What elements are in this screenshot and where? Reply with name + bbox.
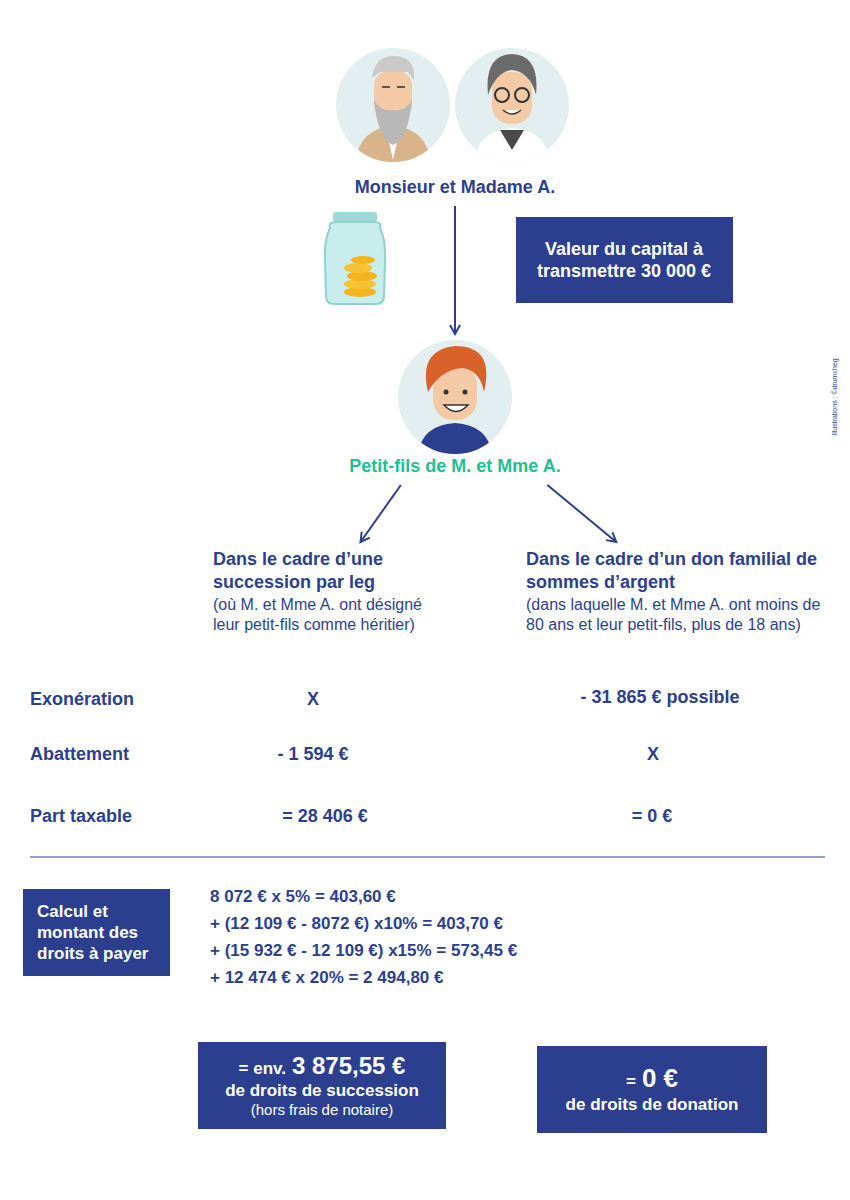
calculation-box: Calcul et montant des droits à payer bbox=[23, 889, 170, 976]
node-text: Monsieur et Madame A. bbox=[325, 176, 585, 199]
cell-value: - 31 865 € possible bbox=[580, 687, 739, 708]
cell-value: - 1 594 € bbox=[277, 744, 348, 765]
donation-branch: Dans le cadre d’un don familial de somme… bbox=[526, 548, 826, 635]
calc-line: + 12 474 € x 20% = 2 494,80 € bbox=[210, 968, 443, 988]
node-text: Dans le cadre d’un don familial de somme… bbox=[526, 548, 826, 593]
node-text: Petit-fils de M. et Mme A. bbox=[315, 455, 595, 478]
donation-result-box: = 0 €de droits de donation bbox=[537, 1046, 767, 1133]
node-text: 0 € bbox=[642, 1063, 678, 1093]
grandfather-avatar bbox=[336, 48, 450, 162]
node-text: 3 875,55 € bbox=[292, 1052, 405, 1079]
flow-arrow bbox=[547, 485, 616, 542]
node-text: Valeur du capital à transmettre 30 000 € bbox=[530, 238, 719, 283]
money-jar bbox=[325, 212, 385, 304]
capital-box: Valeur du capital à transmettre 30 000 € bbox=[516, 217, 733, 303]
node-text: = env. bbox=[239, 1059, 286, 1078]
row-heading: Abattement bbox=[30, 744, 129, 765]
node-text: de droits de succession bbox=[212, 1080, 432, 1101]
calc-line: + (12 109 € - 8072 €) x10% = 403,70 € bbox=[210, 914, 503, 934]
node-text: (dans laquelle M. et Mme A. ont moins de… bbox=[526, 595, 826, 635]
succession-result-box: = env. 3 875,55 €de droits de succession(… bbox=[198, 1042, 446, 1129]
row-heading: Part taxable bbox=[30, 806, 132, 827]
grandmother-avatar bbox=[455, 48, 569, 162]
node-text: = bbox=[626, 1072, 636, 1091]
credit-note: Illustrations : ©drumcheg bbox=[831, 358, 838, 436]
node-text: (hors frais de notaire) bbox=[212, 1101, 432, 1120]
cell-value: = 0 € bbox=[632, 806, 673, 827]
calc-line: + (15 932 € - 12 109 €) x15% = 573,45 € bbox=[210, 941, 517, 961]
row-heading: Exonération bbox=[30, 689, 134, 710]
flow-arrow bbox=[454, 206, 456, 334]
grandson-group: Petit-fils de M. et Mme A. bbox=[315, 340, 595, 477]
text-line: = 0 € bbox=[551, 1063, 753, 1094]
grandson-avatar bbox=[398, 340, 512, 454]
node-text: (où M. et Mme A. ont désigné leur petit-… bbox=[213, 595, 438, 635]
calc-line: 8 072 € x 5% = 403,60 € bbox=[210, 887, 396, 907]
separator-rule bbox=[30, 857, 825, 858]
node-text: Dans le cadre d’une succession par leg bbox=[213, 548, 438, 593]
flow-arrow bbox=[361, 485, 401, 542]
cell-value: X bbox=[647, 744, 659, 765]
node-text: de droits de donation bbox=[551, 1094, 753, 1115]
text-line: = env. 3 875,55 € bbox=[212, 1052, 432, 1080]
succession-branch: Dans le cadre d’une succession par leg(o… bbox=[213, 548, 438, 635]
cell-value: = 28 406 € bbox=[282, 806, 368, 827]
node-text: Calcul et montant des droits à payer bbox=[37, 901, 156, 965]
parents-group: Monsieur et Madame A. bbox=[325, 48, 585, 198]
cell-value: X bbox=[307, 689, 319, 710]
